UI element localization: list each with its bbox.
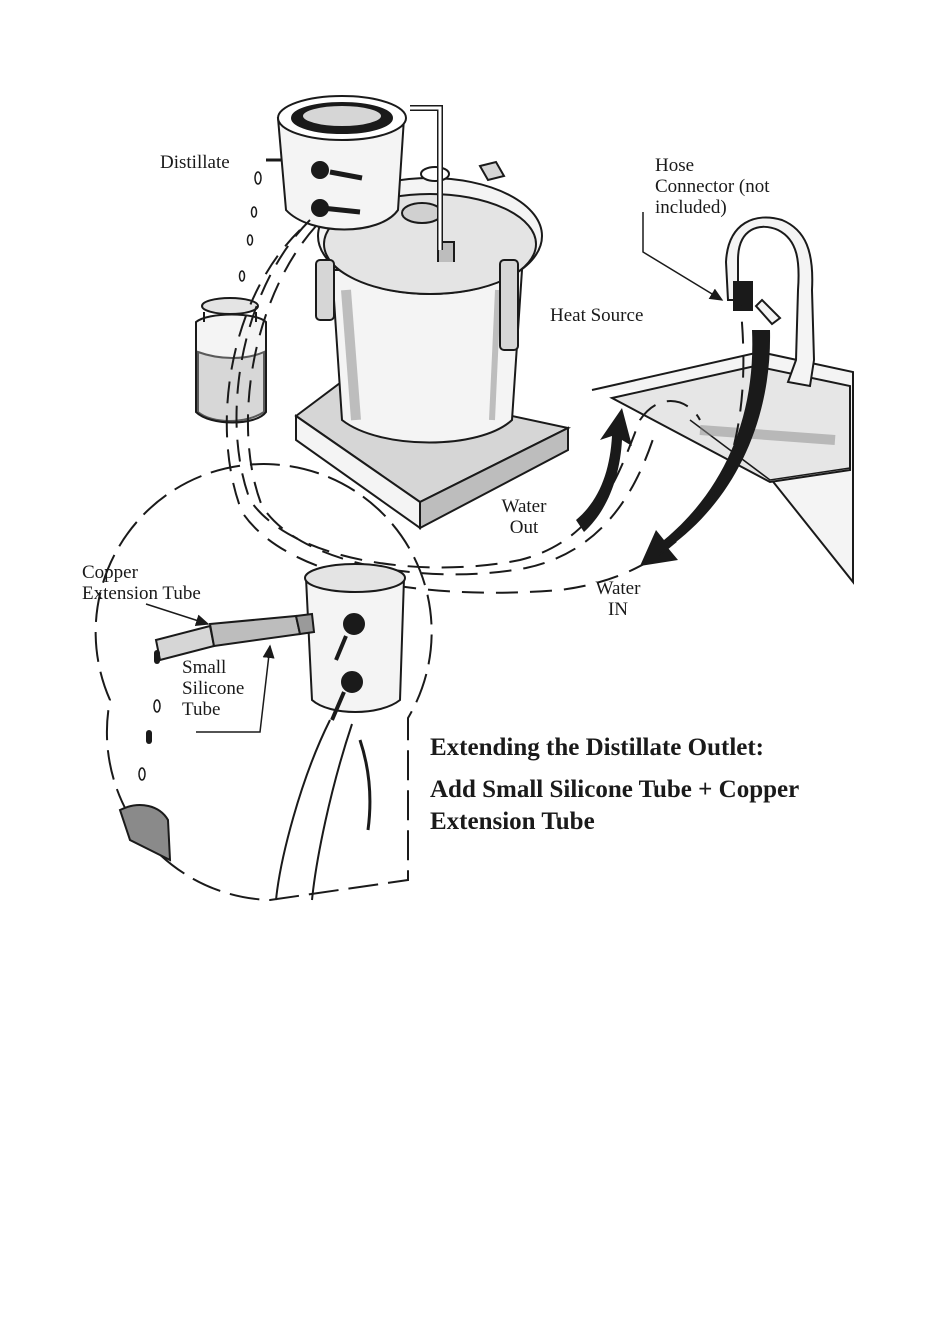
hose-connector-pointer xyxy=(643,212,722,300)
caption-title: Extending the Distillate Outlet: xyxy=(430,732,799,764)
condenser xyxy=(266,96,406,230)
distillate-drips xyxy=(240,172,262,281)
label-water-in: Water IN xyxy=(588,578,648,620)
caption-line-1: Add Small Silicone Tube + Copper xyxy=(430,774,799,806)
sink xyxy=(592,352,853,582)
caption: Extending the Distillate Outlet: Add Sma… xyxy=(430,732,799,838)
label-distillate: Distillate xyxy=(160,152,230,173)
label-copper-extension-tube: Copper Extension Tube xyxy=(82,562,201,604)
inset-magnifier xyxy=(96,464,432,900)
label-water-out: Water Out xyxy=(494,496,554,538)
label-hose-connector: Hose Connector (not included) xyxy=(655,155,770,218)
caption-line-2: Extension Tube xyxy=(430,806,799,838)
label-heat-source: Heat Source xyxy=(550,305,643,326)
water-out-arrow xyxy=(576,408,632,532)
collection-jar xyxy=(196,298,266,423)
label-small-silicone-tube: Small Silicone Tube xyxy=(182,657,244,720)
